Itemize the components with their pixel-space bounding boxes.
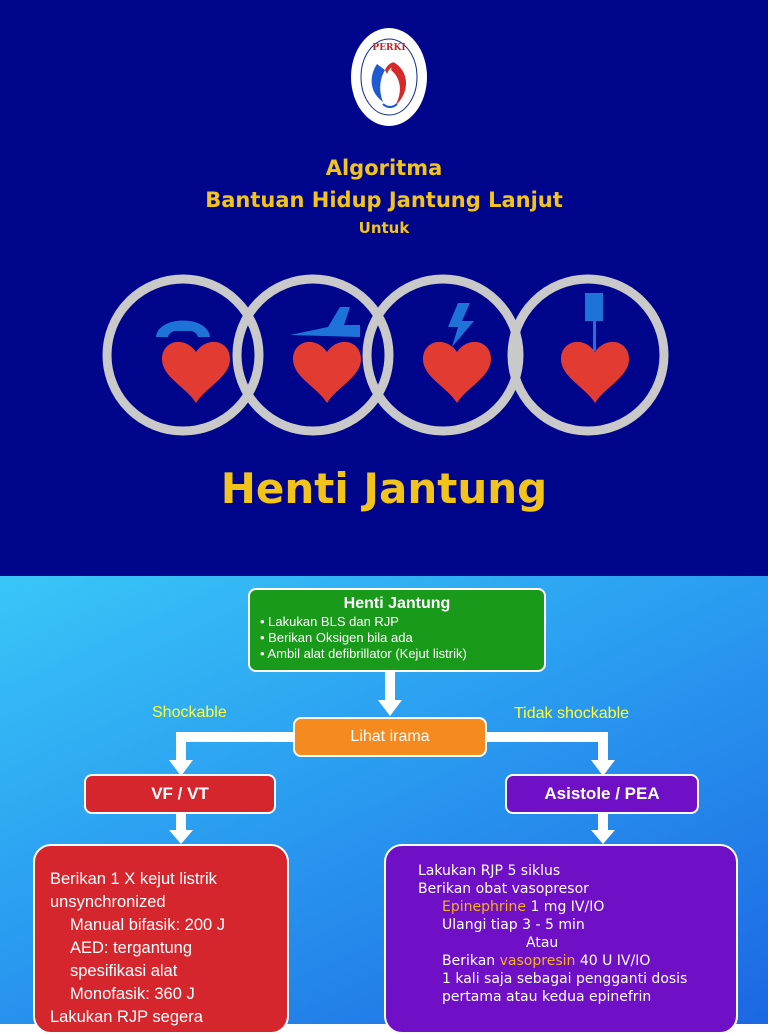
detail-line: AED: tergantung <box>70 939 192 957</box>
vf-vt-box: VF / VT <box>84 774 276 814</box>
main-heading: Henti Jantung <box>220 464 548 513</box>
detail-line: Manual bifasik: 200 J <box>70 916 226 934</box>
shockable-label: Shockable <box>152 704 227 721</box>
title-line-2: Bantuan Hidup Jantung Lanjut <box>205 188 563 212</box>
start-box: Henti Jantung • Lakukan BLS dan RJP • Be… <box>248 588 546 672</box>
heart-icon <box>423 341 491 403</box>
title-line-1: Algoritma <box>325 156 443 180</box>
asystole-pea-box: Asistole / PEA <box>505 774 699 814</box>
detail-line: Epinephrine 1 mg IV/IO <box>442 899 605 915</box>
detail-line: Berikan 1 X kejut listrik <box>50 870 217 888</box>
detail-line: Atau <box>526 935 559 951</box>
detail-line: Monofasik: 360 J <box>70 985 195 1003</box>
detail-line: Lakukan RJP segera <box>50 1008 203 1026</box>
heart-icon <box>561 341 629 403</box>
hand-icon <box>290 307 360 337</box>
start-box-item: • Ambil alat defibrillator (Kejut listri… <box>260 646 467 661</box>
detail-line: unsynchronized <box>50 893 166 911</box>
detail-line: Berikan obat vasopresor <box>418 881 589 897</box>
detail-line: pertama atau kedua epinefrin <box>442 989 652 1005</box>
start-box-title: Henti Jantung <box>343 595 451 612</box>
vasopresin-text: vasopresin <box>499 953 576 969</box>
detail-line: spesifikasi alat <box>70 962 178 980</box>
flow-arrows <box>169 672 615 844</box>
lightning-icon <box>448 303 474 347</box>
shockable-detail-box: Berikan 1 X kejut listrik unsynchronized… <box>33 844 289 1034</box>
non-shockable-detail-box: Lakukan RJP 5 siklus Berikan obat vasopr… <box>384 844 738 1034</box>
heart-icon <box>293 341 361 403</box>
title-slide: PERKI Algoritma Bantuan Hidup Jantung La… <box>0 0 768 576</box>
check-rhythm-box: Lihat irama <box>293 717 487 757</box>
detail-line: 1 kali saja sebagai pengganti dosis <box>442 971 688 987</box>
start-box-item: • Berikan Oksigen bila ada <box>260 630 413 645</box>
iv-drip-icon <box>585 293 603 351</box>
detail-line: Ulangi tiap 3 - 5 min <box>442 917 585 933</box>
algorithm-slide: Henti Jantung • Lakukan BLS dan RJP • Be… <box>0 576 768 1034</box>
chain-of-survival-rings <box>102 274 669 436</box>
svg-text:PERKI: PERKI <box>372 43 405 53</box>
telephone-icon <box>156 320 210 337</box>
title-line-3: Untuk <box>358 219 410 237</box>
detail-line: Lakukan RJP 5 siklus <box>418 863 561 879</box>
heart-icon <box>162 341 230 403</box>
epinephrine-text: Epinephrine <box>442 899 526 915</box>
not-shockable-label: Tidak shockable <box>514 705 630 722</box>
perki-logo: PERKI <box>351 28 427 126</box>
start-box-item: • Lakukan BLS dan RJP <box>260 614 399 629</box>
detail-line: Berikan vasopresin 40 U IV/IO <box>442 953 651 969</box>
